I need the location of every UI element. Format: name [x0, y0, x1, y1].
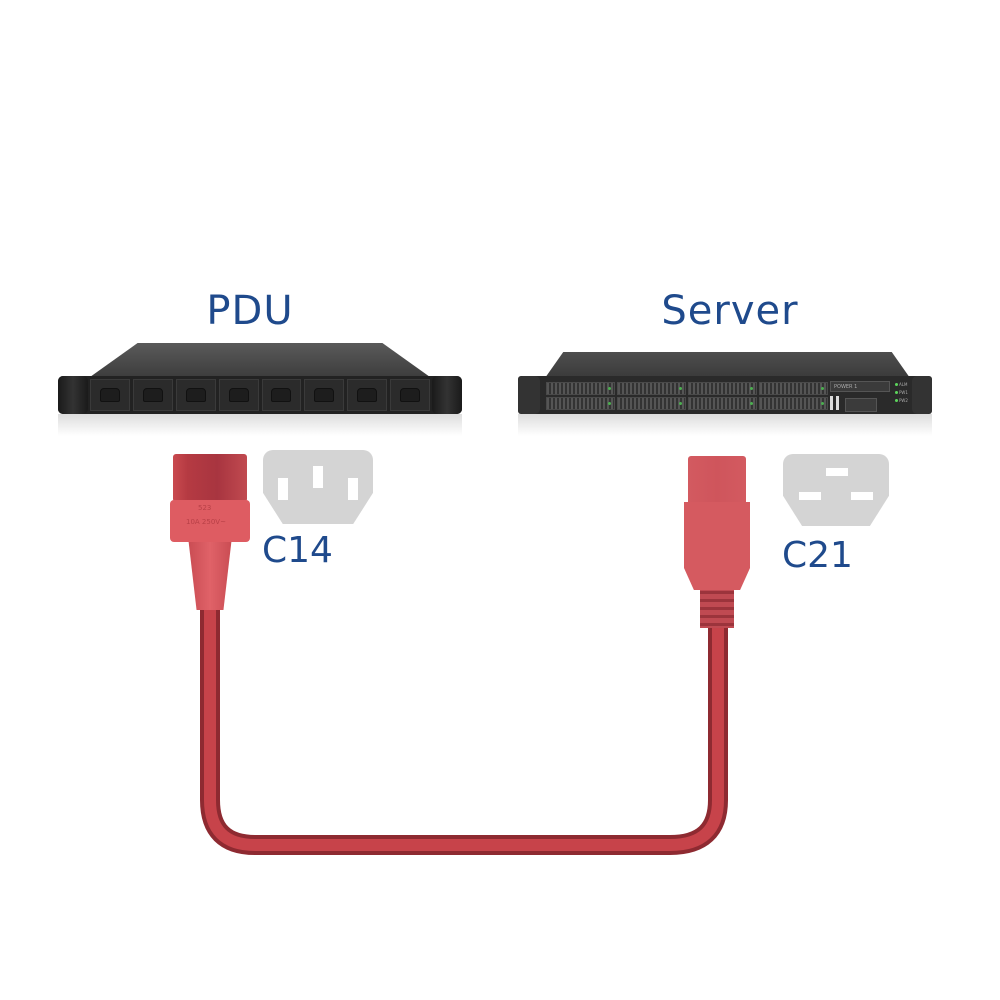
c14-plug-collar: 523 10A 250V~	[170, 500, 250, 542]
server-left-ear	[518, 376, 540, 414]
status-led: PW2	[895, 396, 911, 404]
c14-face-icon	[263, 450, 373, 524]
c13-socket-icon	[228, 388, 249, 402]
pdu-outlet	[261, 379, 302, 411]
c13-socket-icon	[357, 388, 378, 402]
usb-port-icon	[836, 396, 839, 410]
status-led: ALM	[895, 380, 911, 388]
pdu-left-ear	[58, 376, 88, 414]
pdu-top-panel	[90, 343, 430, 377]
vga-port-icon	[845, 398, 877, 412]
c21-label: C21	[782, 535, 853, 576]
c13-socket-icon	[314, 388, 335, 402]
usb-port-icon	[830, 396, 833, 410]
pdu-outlet	[347, 379, 388, 411]
drive-bay	[688, 382, 757, 395]
pdu-outlet	[390, 379, 430, 411]
pdu-outlet-row	[90, 379, 430, 411]
c13-socket-icon	[185, 388, 206, 402]
server-status-leds: ALM PW1 PW2	[895, 380, 911, 404]
plug-rating: 10A 250V~	[186, 518, 226, 526]
c14-strain-relief	[188, 540, 232, 610]
drive-bay	[546, 397, 615, 410]
server-lcd-panel: POWER 1	[830, 381, 890, 392]
pdu-reflection	[58, 414, 462, 436]
drive-bay	[688, 397, 757, 410]
c13-socket-icon	[400, 388, 421, 402]
led-label: PW1	[899, 389, 908, 395]
status-led: PW1	[895, 388, 911, 396]
drive-bay	[759, 397, 828, 410]
c21-strain-relief	[700, 586, 734, 628]
pdu-outlet	[90, 379, 130, 411]
c13-socket-icon	[271, 388, 292, 402]
server-title: Server	[661, 288, 799, 334]
drive-bay	[617, 382, 686, 395]
led-label: ALM	[899, 381, 908, 387]
led-icon	[895, 398, 898, 402]
led-icon	[895, 382, 898, 386]
pdu-title: PDU	[206, 288, 294, 334]
led-icon	[895, 390, 898, 394]
drive-bay	[617, 397, 686, 410]
c21-plug-body	[688, 456, 746, 506]
drive-bay	[546, 382, 615, 395]
pdu-outlet	[175, 379, 216, 411]
c14-label: C14	[262, 530, 333, 571]
pdu-right-ear	[432, 376, 462, 414]
c13-socket-icon	[99, 388, 120, 402]
pdu-outlet	[218, 379, 259, 411]
plug-marking: 523	[198, 504, 212, 512]
led-label: PW2	[899, 397, 908, 403]
server-reflection	[518, 414, 932, 436]
pdu-outlet	[304, 379, 345, 411]
pdu-outlet	[132, 379, 173, 411]
server-drive-bays	[546, 382, 828, 410]
server-right-ear	[912, 376, 932, 414]
c14-plug-body	[173, 454, 247, 502]
drive-bay	[759, 382, 828, 395]
server-top-panel	[545, 352, 910, 378]
c21-plug-collar	[684, 502, 750, 590]
c13-socket-icon	[142, 388, 163, 402]
c21-face-icon	[783, 454, 889, 526]
